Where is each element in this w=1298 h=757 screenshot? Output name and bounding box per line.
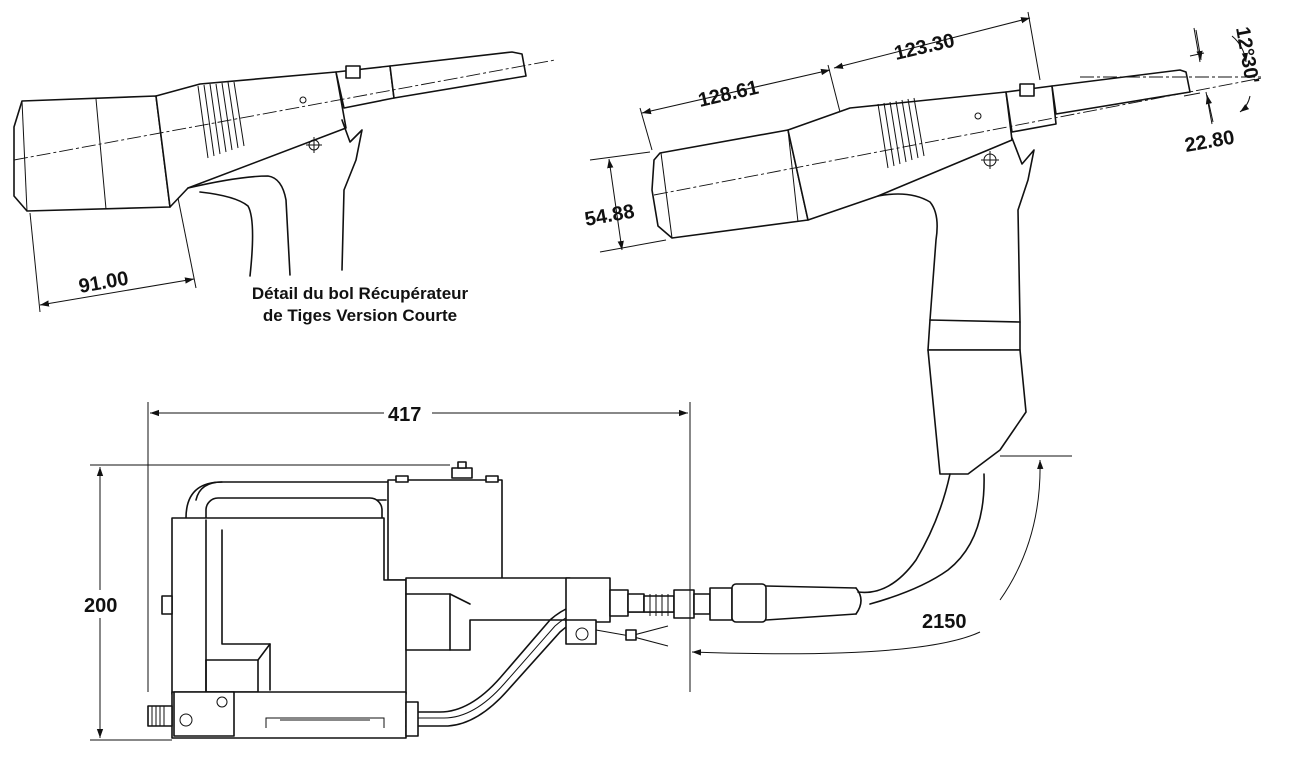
dim-54-label: 54.88 — [583, 201, 636, 231]
dim-angle-label: 12°30' — [1231, 25, 1263, 85]
dim-200-label: 200 — [84, 595, 117, 617]
dim-123-label: 123.30 — [892, 30, 957, 65]
dim-22-label: 22.80 — [1183, 127, 1236, 157]
detail-caption-line1: Détail du bol Récupérateur — [251, 284, 469, 303]
dim-2150-label: 2150 — [922, 611, 967, 633]
short-bowl-tool-detail: 91.00 — [13, 51, 556, 313]
detail-caption: Détail du bol Récupérateur de Tiges Vers… — [200, 283, 520, 327]
hydraulic-unit-view: 417 200 2150 — [82, 400, 1072, 741]
dim-91-label: 91.00 — [77, 268, 130, 298]
detail-caption-line2: de Tiges Version Courte — [262, 306, 458, 325]
main-tool-view: 128.61 123.30 54.88 12°30' 22.80 — [583, 11, 1263, 605]
dim-417-label: 417 — [388, 404, 421, 426]
dim-128-label: 128.61 — [696, 77, 761, 112]
